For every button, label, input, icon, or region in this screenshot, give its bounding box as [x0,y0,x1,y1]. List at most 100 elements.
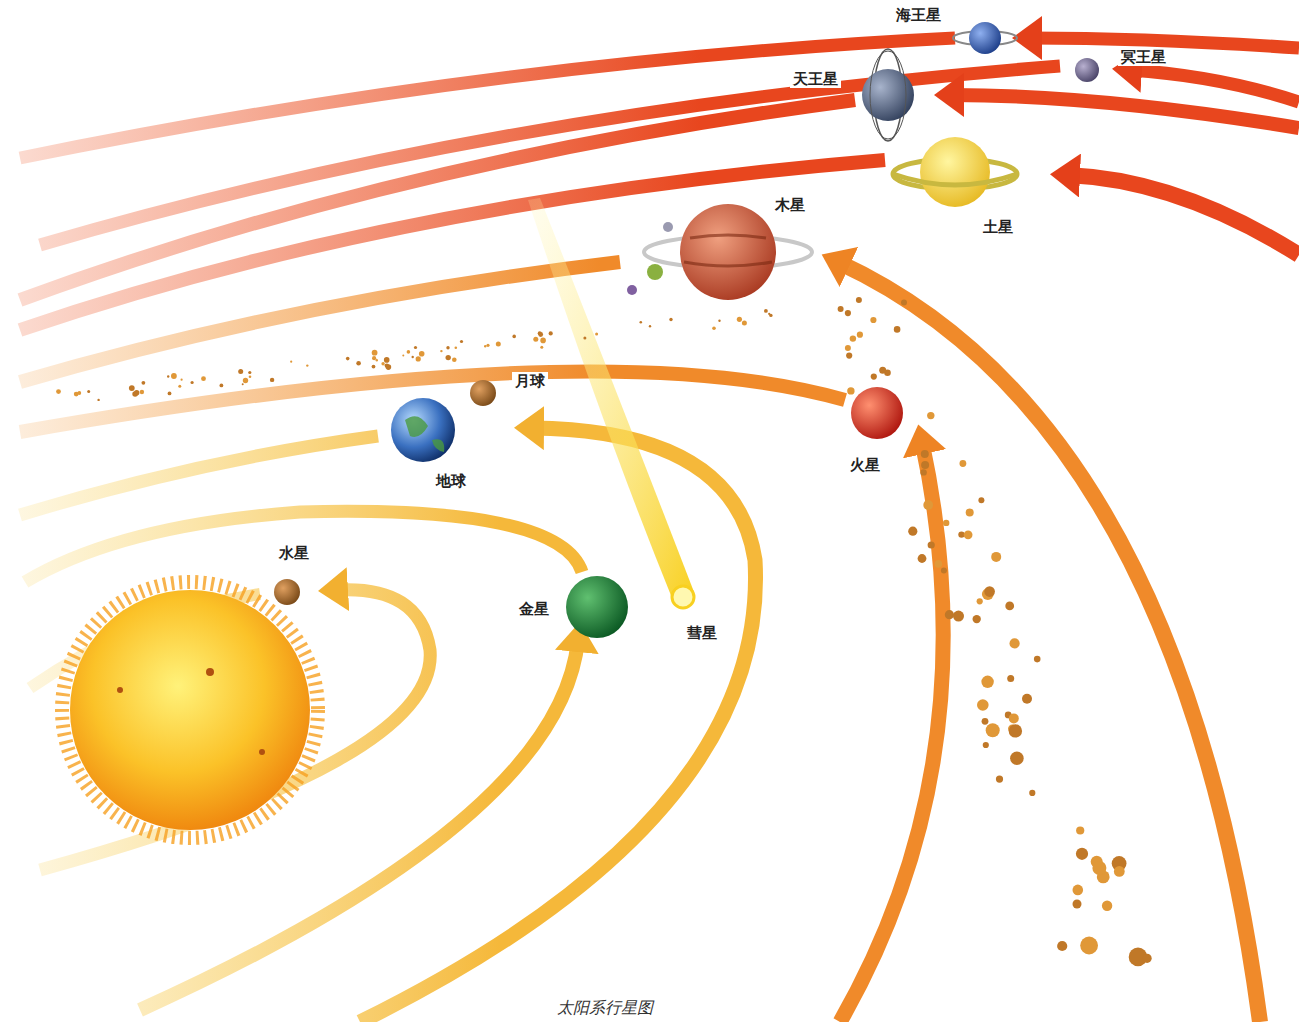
comet-tail [528,198,694,598]
asteroid [1092,861,1106,875]
planet-label: 地球 [433,472,469,490]
asteroid [1022,694,1032,704]
asteroid [129,385,135,391]
comet-head [672,586,694,608]
earth-land [405,416,444,452]
asteroid [1073,885,1084,896]
asteroid [306,364,308,366]
planet-label: 天王星 [790,70,841,88]
asteroid [1009,713,1019,723]
asteroid [97,399,99,401]
asteroid [1076,848,1088,860]
asteroid [845,310,851,316]
asteroid [134,390,139,395]
asteroid [986,723,1000,737]
asteroid [982,718,989,725]
asteroid [540,346,543,349]
asteroid [167,375,169,377]
asteroid [1005,602,1014,611]
asteroid [845,345,851,351]
asteroid [56,389,61,394]
planet-label: 水星 [276,544,312,562]
asteroid [640,321,643,324]
asteroid [1010,752,1024,766]
asteroid [908,527,917,536]
asteroid [984,586,995,597]
caption: 太阳系行星图 [553,998,657,1018]
moon-label: 月球 [512,372,548,390]
asteroid [486,344,489,347]
planet-label: 火星 [847,456,883,474]
asteroid [1073,900,1082,909]
asteroid [1009,724,1022,737]
asteroid [871,374,877,380]
asteroid [977,699,989,711]
asteroid [446,346,449,349]
asteroid [201,376,206,381]
asteroid [595,332,598,335]
asteroid [142,381,146,385]
mars [851,387,903,439]
planet-label: 冥王星 [1118,48,1169,66]
asteroid [996,776,1003,783]
asteroid [1102,901,1112,911]
mercury [274,579,300,605]
asteroid [769,314,772,317]
asteroid [540,338,546,344]
asteroid [1057,941,1067,951]
earth [391,398,455,462]
asteroid [894,326,901,333]
asteroid [870,317,876,323]
asteroid [856,297,862,303]
asteroid [178,385,181,388]
asteroid [973,615,981,623]
asteroid [402,354,404,356]
asteroid [372,356,376,360]
asteroid [921,450,929,458]
asteroid [941,567,947,573]
asteroid [238,369,243,374]
asteroid [414,346,417,349]
asteroid [981,676,993,688]
asteroid [935,560,943,568]
asteroid [384,357,390,363]
planet-label: 海王星 [893,6,944,24]
asteroid [452,358,457,363]
asteroid [923,500,933,510]
moon [470,380,496,406]
pluto [1075,58,1099,82]
asteroid [168,392,172,396]
asteroid [669,318,672,321]
asteroid [978,497,984,503]
asteroid [945,610,954,619]
asteroid [346,357,350,361]
asteroid [538,332,543,337]
asteroid [372,350,378,356]
asteroid [847,387,854,394]
asteroid [964,530,973,539]
asteroid [77,391,81,395]
asteroid [549,331,553,335]
orbit-bands [20,38,1299,1022]
asteroid [983,742,989,748]
venus [566,576,628,638]
asteroid [764,309,768,313]
asteroid [140,390,144,394]
asteroid [242,383,244,385]
asteroid [416,356,421,361]
asteroid [496,342,501,347]
jupiter [680,204,776,300]
asteroid [87,390,90,393]
jupiter-moon [663,222,673,232]
jupiter-band [684,235,772,266]
asteroid [850,335,856,341]
neptune [969,22,1001,54]
asteroid [419,351,425,357]
asteroid [460,340,463,343]
asteroid [737,317,742,322]
asteroid [249,375,252,378]
asteroid [372,365,376,369]
asteroid-belt [56,297,1152,966]
